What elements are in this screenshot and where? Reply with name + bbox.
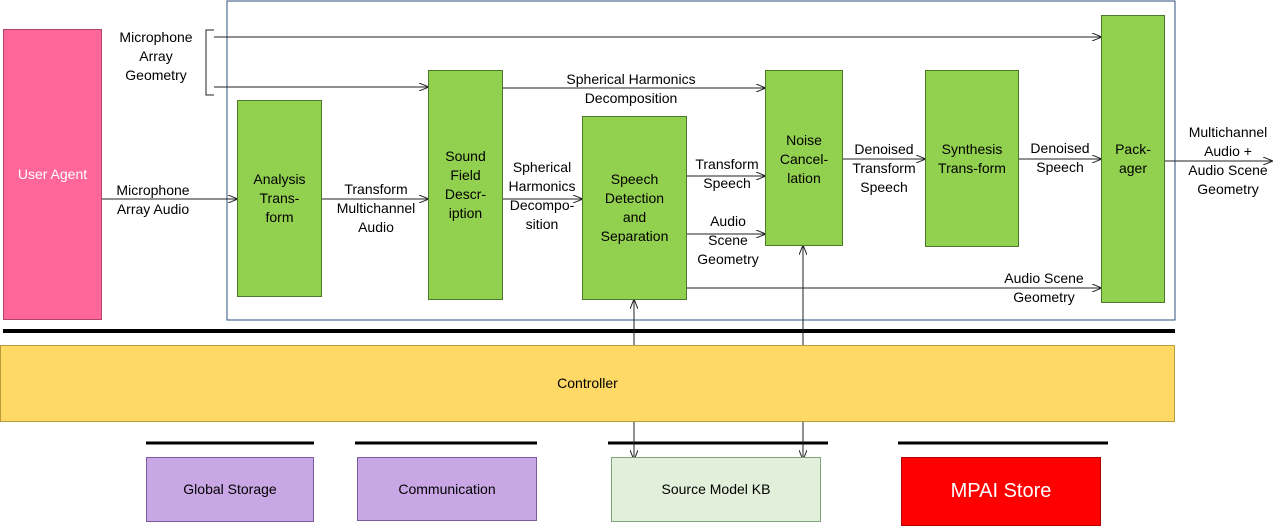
output-label: Multichannel Audio + Audio Scene Geometr… — [1188, 124, 1268, 197]
speech-detection-module: Speech Detection and Separation — [582, 116, 687, 300]
sh-decomposition-mid-label: Spherical Harmonics Decompo-sition — [508, 159, 576, 232]
sh-decomposition-top-label: Spherical Harmonics Decomposition — [566, 71, 696, 106]
mpai-store-label: MPAI Store — [950, 480, 1052, 502]
communication-box: Communication — [357, 457, 537, 521]
global-storage-box: Global Storage — [146, 457, 314, 522]
speech-detection-label: Speech Detection and Separation — [600, 171, 669, 244]
sound-field-description-module: Sound Field Descr- iption — [428, 70, 503, 300]
audio-scene-geometry-bottom-label: Audio Scene Geometry — [1004, 270, 1084, 305]
global-storage-label: Global Storage — [183, 481, 277, 497]
packager-module: Pack- ager — [1101, 15, 1165, 303]
geometry-brace — [205, 29, 214, 96]
user-agent-label: User Agent — [17, 166, 88, 182]
denoised-speech-label: Denoised Speech — [1030, 140, 1090, 175]
synthesis-transform-label: Synthesis Trans-form — [938, 140, 1006, 176]
communication-label: Communication — [398, 480, 496, 497]
denoised-transform-speech-label: Denoised Transform Speech — [852, 141, 916, 195]
noise-cancellation-label: Noise Cancel- lation — [779, 132, 829, 186]
mpai-store-box: MPAI Store — [901, 457, 1101, 526]
packager-label: Pack- ager — [1115, 141, 1151, 176]
controller-box: Controller — [0, 345, 1175, 422]
sound-field-description-label: Sound Field Descr- iption — [444, 148, 487, 221]
controller-label: Controller — [557, 375, 618, 391]
transform-multichannel-label: Transform Multichannel Audio — [336, 181, 416, 235]
mic-geometry-label: Microphone Array Geometry — [119, 29, 193, 83]
source-model-kb-label: Source Model KB — [661, 481, 771, 497]
user-agent-box: User Agent — [3, 29, 102, 320]
noise-cancellation-module: Noise Cancel- lation — [765, 70, 843, 246]
synthesis-transform-module: Synthesis Trans-form — [925, 70, 1019, 247]
source-model-kb-box: Source Model KB — [611, 457, 821, 522]
mic-audio-label: Microphone Array Audio — [116, 182, 190, 217]
transform-speech-label: Transform Speech — [695, 156, 759, 191]
audio-scene-geometry-mid-label: Audio Scene Geometry — [697, 213, 759, 267]
analysis-transform-module: Analysis Trans- form — [237, 100, 322, 297]
analysis-transform-label: Analysis Trans- form — [253, 171, 306, 225]
